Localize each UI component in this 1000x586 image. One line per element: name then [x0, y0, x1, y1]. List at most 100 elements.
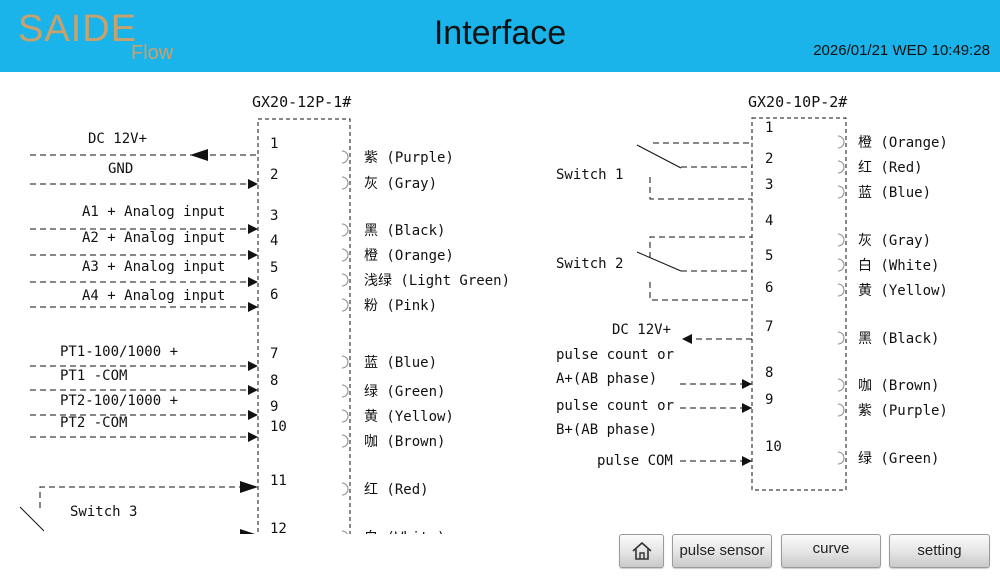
- left-pin-number: 10: [270, 419, 287, 435]
- right-terminal: [837, 185, 845, 199]
- left-pin-color: 白 (White): [364, 530, 445, 534]
- left-terminal: [341, 482, 349, 496]
- wiring-diagram: GX20-12P-1# 1 紫 (Purple) DC 12V+ 2 灰 (Gray) G…: [19, 93, 948, 534]
- right-pin-color: 蓝 (Blue): [858, 185, 931, 201]
- right-pin-number: 10: [765, 439, 782, 455]
- left-pin-number: 11: [270, 473, 287, 489]
- switch1-wire-bottom: [649, 177, 752, 200]
- left-pin-color: 紫 (Purple): [364, 150, 454, 166]
- left-pin-number: 9: [270, 399, 278, 415]
- right-pin-color: 紫 (Purple): [858, 403, 948, 419]
- left-terminal: [341, 248, 349, 262]
- right-pin-color: 白 (White): [858, 258, 939, 274]
- left-pin-number: 6: [270, 287, 278, 303]
- left-pin-color: 咖 (Brown): [364, 434, 445, 450]
- pulse-sensor-button[interactable]: pulse sensor: [672, 534, 772, 568]
- left-pin-color: 浅绿 (Light Green): [364, 273, 510, 289]
- left-signal-label: PT2 -COM: [60, 415, 127, 431]
- right-pin-number: 5: [765, 248, 773, 264]
- left-pin-color: 黄 (Yellow): [364, 408, 454, 425]
- left-wire-arrow: [240, 529, 255, 534]
- right-signal-pc1-line1: pulse count or: [556, 347, 674, 363]
- left-signal-label: A3 + Analog input: [82, 259, 225, 275]
- switch2-wire-bottom: [649, 282, 752, 301]
- left-pin-color: 绿 (Green): [364, 384, 445, 400]
- right-terminal: [837, 451, 845, 465]
- right-pin-color: 红 (Red): [858, 160, 923, 176]
- right-pin-number: 9: [765, 392, 773, 408]
- right-pin-number: 8: [765, 365, 773, 381]
- setting-button[interactable]: setting: [889, 534, 990, 568]
- left-signal-label: PT1-100/1000 +: [60, 344, 178, 360]
- switch3-label: Switch 3: [70, 504, 137, 520]
- switch1-label: Switch 1: [556, 167, 623, 183]
- left-pin-color: 橙 (Orange): [364, 248, 454, 264]
- right-pin-color: 黄 (Yellow): [858, 282, 948, 299]
- right-terminal: [837, 378, 845, 392]
- home-button[interactable]: [619, 534, 664, 568]
- left-pin-number: 4: [270, 233, 278, 249]
- right-pin-number: 7: [765, 319, 773, 335]
- connector-right-title: GX20-10P-2#: [748, 93, 847, 111]
- right-terminal: [837, 233, 845, 247]
- left-signal-label: GND: [108, 161, 133, 177]
- left-terminal: [341, 384, 349, 398]
- left-pin-number: 7: [270, 346, 278, 362]
- switch2-wire-top: [649, 236, 752, 258]
- left-signal-label: PT1 -COM: [60, 368, 127, 384]
- right-signal-pc1-line2: A+(AB phase): [556, 371, 657, 387]
- left-terminal: [341, 273, 349, 287]
- switch1-blade: [636, 144, 682, 169]
- curve-button[interactable]: curve: [781, 534, 881, 568]
- left-pin-color: 灰 (Gray): [364, 176, 437, 192]
- left-pin-number: 1: [270, 136, 278, 152]
- home-icon: [632, 541, 652, 560]
- right-terminal: [837, 331, 845, 345]
- left-terminal: [341, 530, 348, 534]
- right-pin-color: 绿 (Green): [858, 451, 939, 467]
- right-terminal: [837, 135, 845, 149]
- switch3-wire-top: [39, 486, 258, 508]
- page-title: Interface: [433, 14, 567, 52]
- switch3-blade: [19, 506, 45, 532]
- left-signal-label: A4 + Analog input: [82, 288, 225, 304]
- right-pin-color: 灰 (Gray): [858, 233, 931, 249]
- right-terminal: [837, 403, 845, 417]
- datetime-display: 2026/01/21 WED 10:49:28: [813, 42, 990, 59]
- left-terminal: [341, 223, 349, 237]
- left-terminal: [341, 150, 349, 164]
- right-pin-number: 3: [765, 177, 773, 193]
- left-pin-number: 2: [270, 167, 278, 183]
- connector-right-box: [751, 117, 847, 491]
- connector-left-title: GX20-12P-1#: [252, 93, 351, 111]
- left-pin-number: 3: [270, 208, 278, 224]
- left-terminal: [341, 434, 349, 448]
- left-wire-arrow: [190, 149, 208, 161]
- left-terminal: [341, 409, 349, 423]
- left-signal-label: DC 12V+: [88, 131, 147, 147]
- left-pin-color: 红 (Red): [364, 482, 429, 498]
- right-terminal: [837, 160, 845, 174]
- right-pin-color: 咖 (Brown): [858, 378, 939, 394]
- right-pin-number: 4: [765, 213, 773, 229]
- left-pin-color: 粉 (Pink): [364, 298, 437, 314]
- left-pin-color: 蓝 (Blue): [364, 355, 437, 371]
- right-pin-number: 6: [765, 280, 773, 296]
- right-pin-color: 橙 (Orange): [858, 135, 948, 151]
- left-terminal: [341, 298, 349, 312]
- switch2-blade: [636, 251, 682, 272]
- left-signal-label: PT2-100/1000 +: [60, 393, 178, 409]
- right-pin-number: 1: [765, 120, 773, 136]
- logo-subtitle: Flow: [131, 42, 174, 64]
- left-pin-color: 黑 (Black): [364, 223, 445, 239]
- right-signal-dc: DC 12V+: [612, 322, 671, 338]
- left-terminal: [341, 176, 349, 190]
- left-signal-label: A2 + Analog input: [82, 230, 225, 246]
- connector-left-box: [257, 118, 351, 534]
- right-terminal: [837, 258, 845, 272]
- left-pin-number: 12: [270, 521, 287, 534]
- left-terminal: [341, 355, 349, 369]
- left-pin-number: 5: [270, 260, 278, 276]
- switch2-label: Switch 2: [556, 256, 623, 272]
- right-pin-number: 2: [765, 151, 773, 167]
